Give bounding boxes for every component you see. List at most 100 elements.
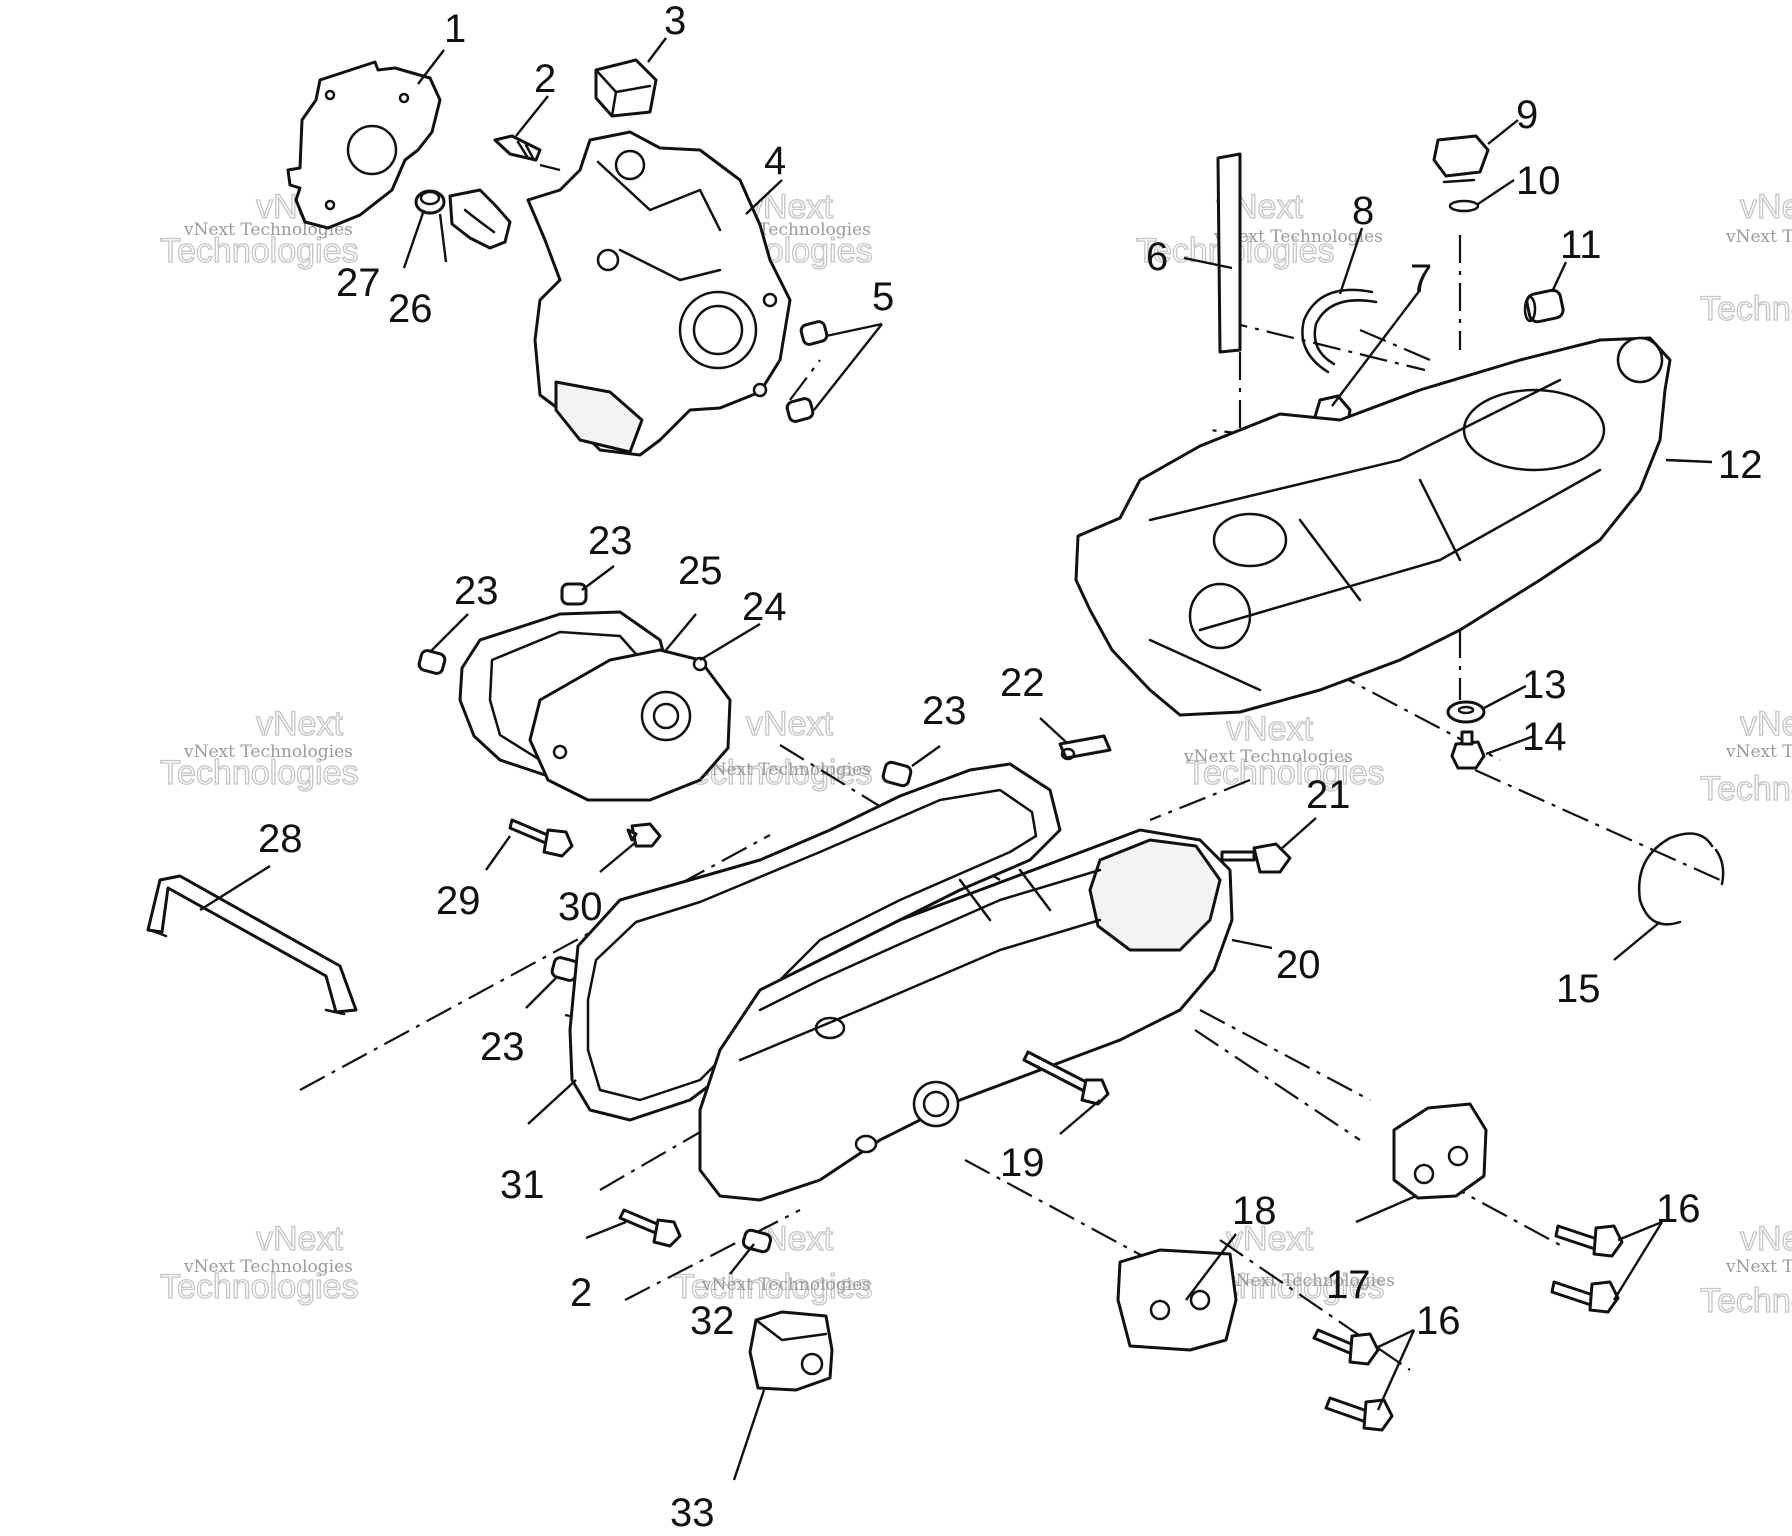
callout-14: 14 (1522, 715, 1567, 759)
callout-3: 3 (664, 0, 686, 43)
svg-text:vNext Technologies: vNext Technologies (1225, 1271, 1395, 1291)
callout-12: 12 (1718, 443, 1763, 487)
callout-11: 11 (1560, 223, 1602, 267)
part-17-bracket (1392, 1102, 1488, 1200)
watermark: vNext Technologies vNext Technologies (159, 1219, 359, 1306)
watermark: vNext Technologies vNext Technologies (1699, 704, 1792, 808)
watermark: vNext Technologies vNext Technologies (673, 704, 873, 792)
part-13-washer (1446, 700, 1486, 724)
centerline-2-top (539, 163, 561, 172)
callout-31: 31 (500, 1163, 545, 1207)
svg-text:vNext Technologies: vNext Technologies (1725, 227, 1792, 247)
centerline-32 (624, 1209, 801, 1301)
callout-20: 20 (1276, 943, 1321, 987)
svg-text:Technologies: Technologies (1700, 290, 1792, 328)
svg-text:vNext Technologies: vNext Technologies (1213, 227, 1383, 247)
part-2-bolt-bottom (618, 1208, 682, 1248)
svg-text:Technologies: Technologies (1700, 770, 1792, 808)
callout-19: 19 (1000, 1141, 1045, 1185)
centerline-15 (1474, 768, 1721, 882)
svg-text:vNext Technologies: vNext Technologies (1183, 747, 1353, 767)
centerline-5 (789, 359, 821, 401)
part-4-crankcase (526, 130, 792, 457)
centerline-19 (1199, 1009, 1371, 1101)
part-22-pin (1058, 734, 1112, 761)
part-33-bracket (748, 1310, 834, 1392)
part-29-bolt (508, 818, 574, 858)
svg-text:Technologies: Technologies (160, 754, 358, 792)
svg-text:vNext: vNext (1740, 188, 1792, 226)
part-1-plate (286, 60, 442, 230)
part-31-gasket (568, 762, 1062, 1122)
part-23-dowel-c (881, 760, 913, 788)
svg-text:vNext Technologies: vNext Technologies (183, 742, 353, 762)
svg-text:vNext: vNext (1226, 710, 1313, 748)
callout-33: 33 (670, 1491, 715, 1535)
svg-text:vNext: vNext (1740, 705, 1792, 743)
part-19-bolt (1022, 1050, 1110, 1106)
part-11-bushing (1523, 288, 1565, 324)
callout-25: 25 (678, 549, 723, 593)
centerline-11 (1359, 328, 1431, 362)
centerline-28 (299, 834, 771, 1091)
part-20-cover (698, 828, 1234, 1202)
callout-2: 2 (534, 57, 556, 101)
svg-text:vNext: vNext (746, 705, 833, 743)
svg-text:Technologies: Technologies (1700, 1282, 1792, 1320)
callout-23: 23 (922, 689, 967, 733)
watermark: vNext Technologies vNext Technologies (159, 704, 359, 792)
leader-lines (199, 37, 1713, 1481)
svg-text:vNext Technologies: vNext Technologies (701, 1275, 871, 1295)
callout-22: 22 (1000, 661, 1045, 705)
callout-6: 6 (1146, 235, 1168, 279)
svg-text:Technologies: Technologies (674, 1268, 872, 1306)
callout-27: 27 (336, 261, 381, 305)
part-27-bolt (414, 189, 446, 215)
part-21-bolt (1220, 842, 1292, 874)
callout-13: 13 (1522, 663, 1567, 707)
callout-8: 8 (1352, 189, 1374, 233)
part-30-bolt (626, 822, 662, 848)
centerline-16b (1219, 1239, 1411, 1371)
svg-text:Technologies: Technologies (160, 1268, 358, 1306)
part-28-handle (146, 874, 358, 1016)
callout-1: 1 (444, 7, 466, 51)
part-23-dowel-b (417, 649, 447, 675)
callout-28: 28 (258, 817, 303, 861)
callout-7: 7 (1410, 257, 1432, 301)
part-9-plug (1432, 134, 1490, 184)
svg-text:vNext Technologies: vNext Technologies (1725, 742, 1792, 762)
part-32-dowel (741, 1228, 773, 1254)
callout-16: 16 (1416, 1299, 1461, 1343)
watermark: vNext Technologies vNext Technologies (673, 1219, 873, 1306)
svg-text:vNext: vNext (1226, 1220, 1313, 1258)
svg-text:vNext: vNext (1740, 1220, 1792, 1258)
part-14-drainplug (1450, 730, 1486, 770)
part-16-bolt-b (1550, 1280, 1620, 1314)
centerline-8 (1219, 318, 1426, 372)
svg-text:vNext: vNext (256, 705, 343, 743)
part-23-dowel-a (560, 582, 588, 606)
callout-17: 17 (1326, 1263, 1371, 1307)
svg-text:vNext Technologies: vNext Technologies (1725, 1257, 1792, 1277)
part-16-bolt-d (1324, 1396, 1394, 1432)
part-16-bolt-a (1554, 1224, 1624, 1258)
callout-10: 10 (1516, 159, 1561, 203)
part-12-crankcase (1074, 336, 1672, 717)
centerline-21 (1149, 778, 1251, 822)
callout-23: 23 (454, 569, 499, 613)
svg-text:Technologies: Technologies (160, 232, 358, 270)
svg-text:vNext Technologies: vNext Technologies (183, 1257, 353, 1277)
watermark: vNext Technologies vNext Technologies (1135, 187, 1383, 270)
callout-9: 9 (1516, 93, 1538, 137)
callout-16: 16 (1656, 1187, 1701, 1231)
svg-text:vNext Technologies: vNext Technologies (183, 220, 353, 240)
part-16-bolt-c (1312, 1328, 1380, 1366)
callout-23: 23 (480, 1025, 525, 1069)
part-8-clip (1301, 288, 1378, 374)
callout-4: 4 (764, 139, 786, 183)
part-6-rod (1216, 152, 1242, 354)
callout-26: 26 (388, 287, 433, 331)
part-2-bolt-top (493, 134, 542, 162)
